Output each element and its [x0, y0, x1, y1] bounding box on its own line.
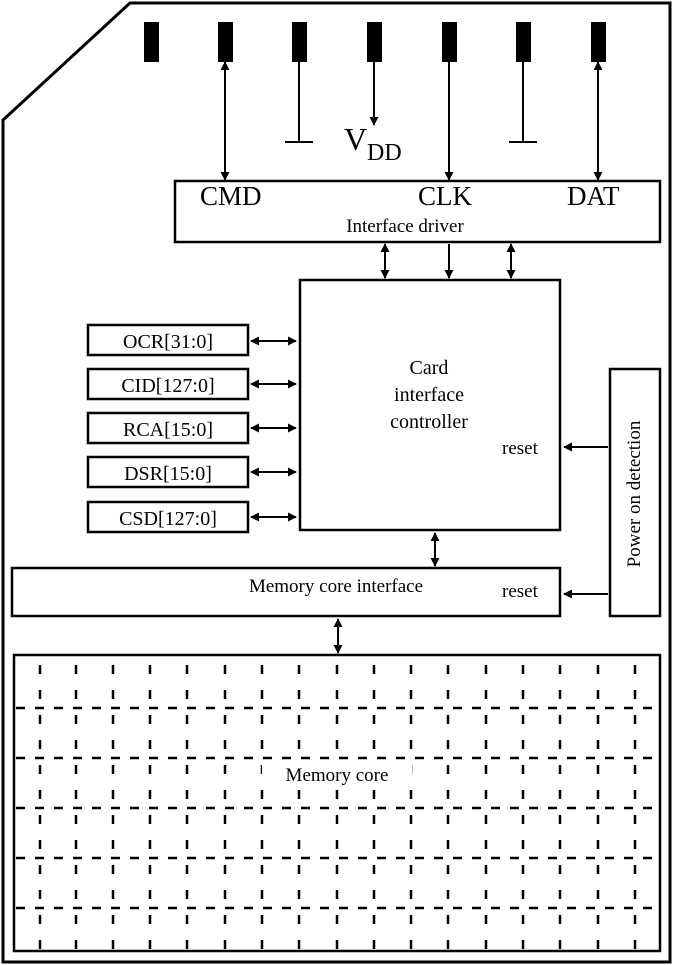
interface-driver-box: [173, 179, 662, 244]
register-label: CSD[127:0]: [119, 508, 217, 530]
memory-core-grid: [16, 665, 658, 949]
contact-pins: [144, 22, 606, 62]
power-on-detection-label: Power on detection: [624, 420, 645, 567]
contact-pin: [144, 22, 159, 62]
register-box: [86, 455, 250, 489]
register-box: [86, 367, 250, 401]
contact-pin: [292, 22, 307, 62]
memory-core-interface-title: Memory core interface: [249, 576, 423, 597]
interface-driver-title: Interface driver: [346, 216, 464, 237]
memory-core-label-bg: [262, 760, 412, 788]
vdd-subscript: DD: [367, 140, 402, 166]
contact-pin: [516, 22, 531, 62]
pin-lines: [220, 61, 603, 181]
controller-title-line1: Card: [410, 357, 449, 379]
controller-title-line3: controller: [390, 411, 468, 433]
controller-reset-label: reset: [502, 438, 539, 459]
cmd-label: CMD: [200, 181, 262, 211]
contact-pin: [218, 22, 233, 62]
contact-pin: [442, 22, 457, 62]
register-block: OCR[31:0] CID[127:0] RCA[15:0] DSR[15:0]…: [86, 323, 297, 534]
register-box: [86, 411, 250, 445]
register-label: DSR[15:0]: [124, 463, 212, 485]
memory-interface-reset-label: reset: [502, 581, 539, 602]
memory-core-interface-box: [10, 566, 562, 618]
power-on-detection-box: [608, 367, 662, 618]
controller-title-line2: interface: [394, 384, 464, 406]
register-label: RCA[15:0]: [123, 419, 213, 441]
register-label: OCR[31:0]: [123, 331, 213, 353]
memory-core-title: Memory core: [286, 765, 389, 786]
card-interface-controller-box: [298, 278, 562, 532]
vdd-label: V: [344, 121, 367, 157]
register-box: [86, 500, 250, 534]
contact-pin: [367, 22, 382, 62]
dat-label: DAT: [567, 181, 620, 211]
memory-core-box: [12, 653, 662, 953]
register-label: CID[127:0]: [121, 375, 214, 397]
contact-pin: [591, 22, 606, 62]
register-box: [86, 323, 250, 357]
clk-label: CLK: [418, 181, 473, 211]
